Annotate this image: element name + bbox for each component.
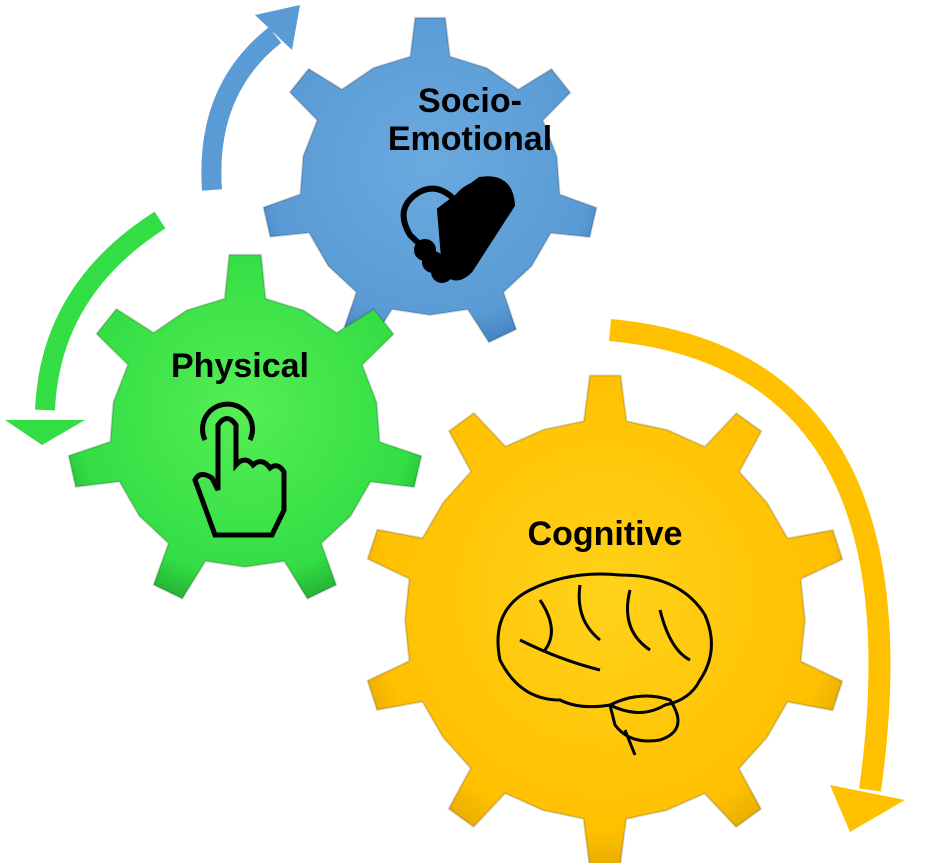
label-line-1: Socio- (418, 82, 522, 120)
arrow-blue (201, 27, 282, 191)
gear-socio-emotional (262, 16, 598, 344)
gear-label-physical: Physical (171, 347, 309, 385)
arrow-blue-head (255, 5, 300, 50)
gear-label-socio-emotional: Socio- Emotional (380, 82, 560, 158)
arrow-green (35, 211, 166, 411)
label-line-2: Emotional (387, 120, 553, 158)
gear-physical (67, 253, 423, 600)
handshake-heart-icon (400, 176, 516, 283)
arrow-yellow-head (830, 785, 905, 832)
brain-icon (496, 572, 713, 756)
arrow-green-head (5, 420, 85, 445)
pointing-hand-icon (192, 401, 287, 538)
arrow-yellow (608, 319, 891, 792)
gear-cognitive (366, 374, 844, 863)
gear-label-cognitive: Cognitive (527, 515, 683, 553)
